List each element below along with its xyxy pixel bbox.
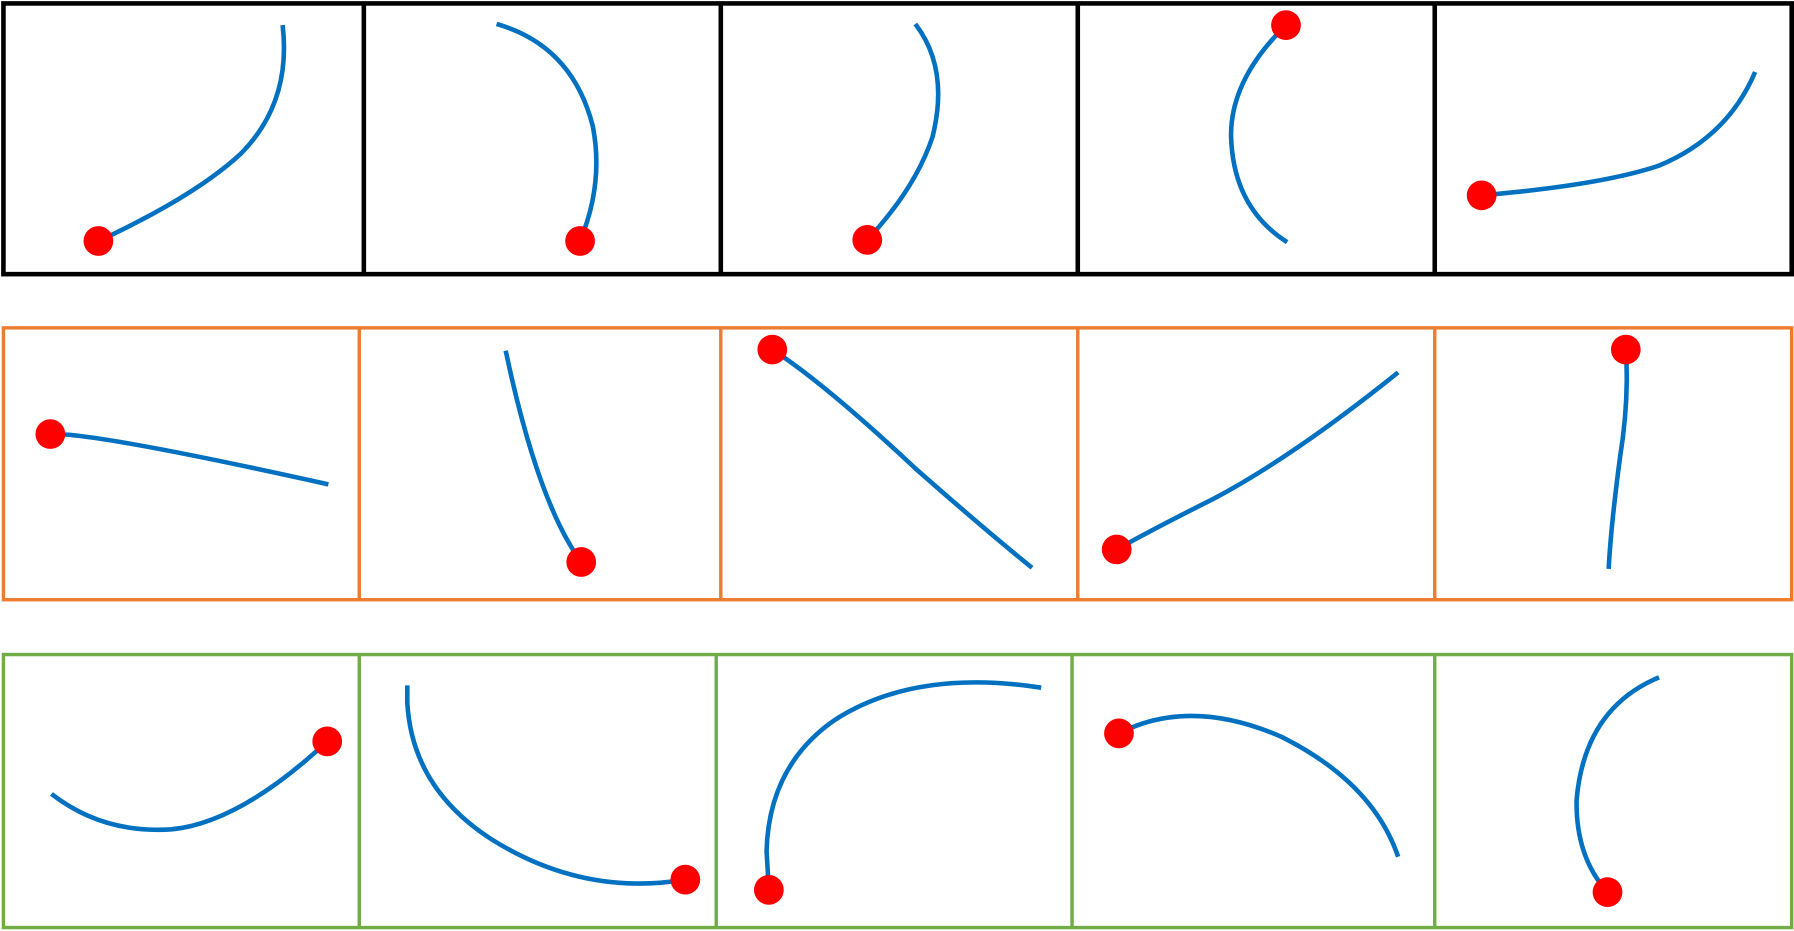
trajectory-curve-r3-p5 [1574,675,1660,894]
trajectory-curve-r1-p3 [865,22,941,242]
start-point-marker-r2-p5 [1610,334,1641,365]
trajectory-curve-r1-p5 [1481,71,1758,198]
trajectory-curve-r3-p2 [405,685,686,886]
start-point-marker-r1-p1 [83,226,114,256]
start-point-marker-r1-p3 [852,225,883,255]
start-point-marker-r1-p2 [565,226,595,256]
trajectory-curve-r1-p4 [1228,23,1289,245]
start-point-marker-r1-p5 [1466,180,1497,211]
start-point-marker-r2-p2 [566,547,597,577]
trajectory-curve-r2-p5 [1606,349,1630,570]
trajectory-curve-r2-p1 [50,431,329,487]
start-point-marker-r3-p2 [670,864,701,895]
start-point-marker-r2-p3 [757,334,788,365]
start-point-marker-r3-p4 [1104,718,1134,749]
row-2-frame [1,326,1794,602]
trajectory-curve-r2-p3 [771,347,1034,570]
start-point-marker-r3-p5 [1592,877,1623,908]
start-point-marker-r3-p3 [753,875,784,905]
start-point-marker-r2-p4 [1101,534,1132,565]
row-1-frame [1,1,1794,277]
trajectory-curve-r1-p1 [97,24,287,244]
trajectory-curve-r3-p3 [764,680,1042,891]
start-point-marker-r1-p4 [1271,10,1301,40]
trajectory-curve-r2-p4 [1115,370,1400,552]
trajectory-curve-r3-p1 [50,739,329,833]
start-point-marker-r2-p1 [35,419,66,449]
trajectory-curve-r3-p4 [1117,713,1401,858]
trajectory-curve-r2-p2 [503,350,584,564]
start-point-marker-r3-p1 [312,726,343,757]
trajectory-curve-r1-p2 [495,21,599,242]
row-3-frame [1,652,1794,930]
